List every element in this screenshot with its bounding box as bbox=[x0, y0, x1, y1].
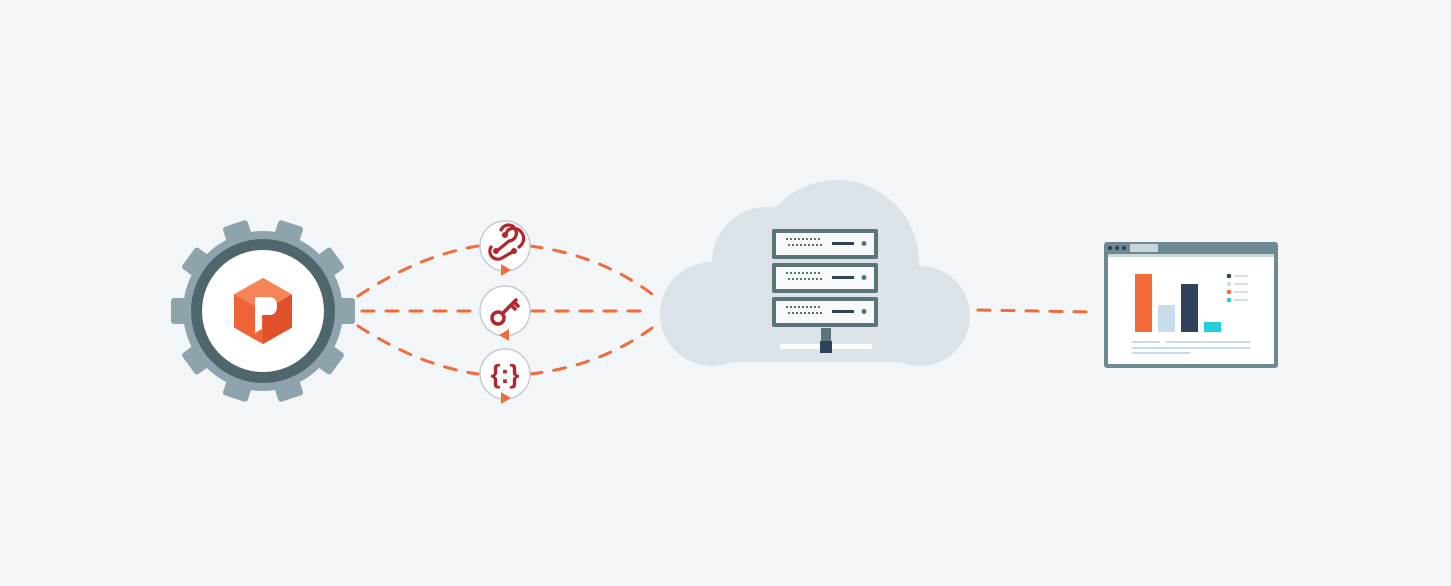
connection-line-json-right bbox=[528, 326, 654, 376]
server-unit bbox=[772, 229, 878, 259]
server-stack-icon bbox=[772, 229, 878, 353]
legend-dot bbox=[1226, 289, 1232, 295]
chart-bar bbox=[1135, 274, 1152, 332]
text-placeholder-line bbox=[1132, 341, 1160, 343]
chart-bar bbox=[1204, 322, 1221, 332]
server-unit bbox=[772, 263, 878, 293]
channel-key bbox=[479, 285, 531, 341]
text-placeholder-line bbox=[1132, 347, 1250, 349]
chart-bar bbox=[1158, 305, 1175, 332]
bar-chart bbox=[1135, 274, 1221, 332]
legend-label-line bbox=[1234, 299, 1248, 301]
legend-dot bbox=[1226, 297, 1232, 303]
chart-bar bbox=[1181, 284, 1198, 332]
arrow-right-icon bbox=[501, 392, 511, 404]
gear-icon bbox=[171, 220, 355, 402]
chart-legend bbox=[1226, 273, 1248, 303]
arrow-right-icon bbox=[501, 264, 511, 276]
channel-json: {:} bbox=[479, 348, 531, 404]
server-unit bbox=[772, 297, 878, 327]
connection-line-dashboard bbox=[976, 308, 1094, 314]
key-icon bbox=[490, 298, 520, 326]
hexagon-logo bbox=[234, 278, 292, 344]
browser-window-icon bbox=[1104, 242, 1278, 368]
legend-dot bbox=[1226, 273, 1232, 279]
webhook-icon bbox=[488, 223, 526, 261]
connection-lines bbox=[356, 244, 1094, 376]
connection-line-webhook bbox=[356, 244, 480, 298]
legend-label-line bbox=[1234, 275, 1248, 277]
connection-line-webhook-right bbox=[528, 244, 654, 296]
legend-label-line bbox=[1234, 283, 1248, 285]
text-placeholder-line bbox=[1132, 352, 1190, 354]
legend-label-line bbox=[1234, 291, 1248, 293]
json-braces-icon: {:} bbox=[491, 359, 520, 389]
arrow-left-icon bbox=[499, 329, 509, 341]
text-placeholder-line bbox=[1166, 341, 1250, 343]
connection-line-json bbox=[356, 324, 480, 376]
legend-dot bbox=[1226, 281, 1232, 287]
channel-webhook bbox=[479, 220, 531, 276]
